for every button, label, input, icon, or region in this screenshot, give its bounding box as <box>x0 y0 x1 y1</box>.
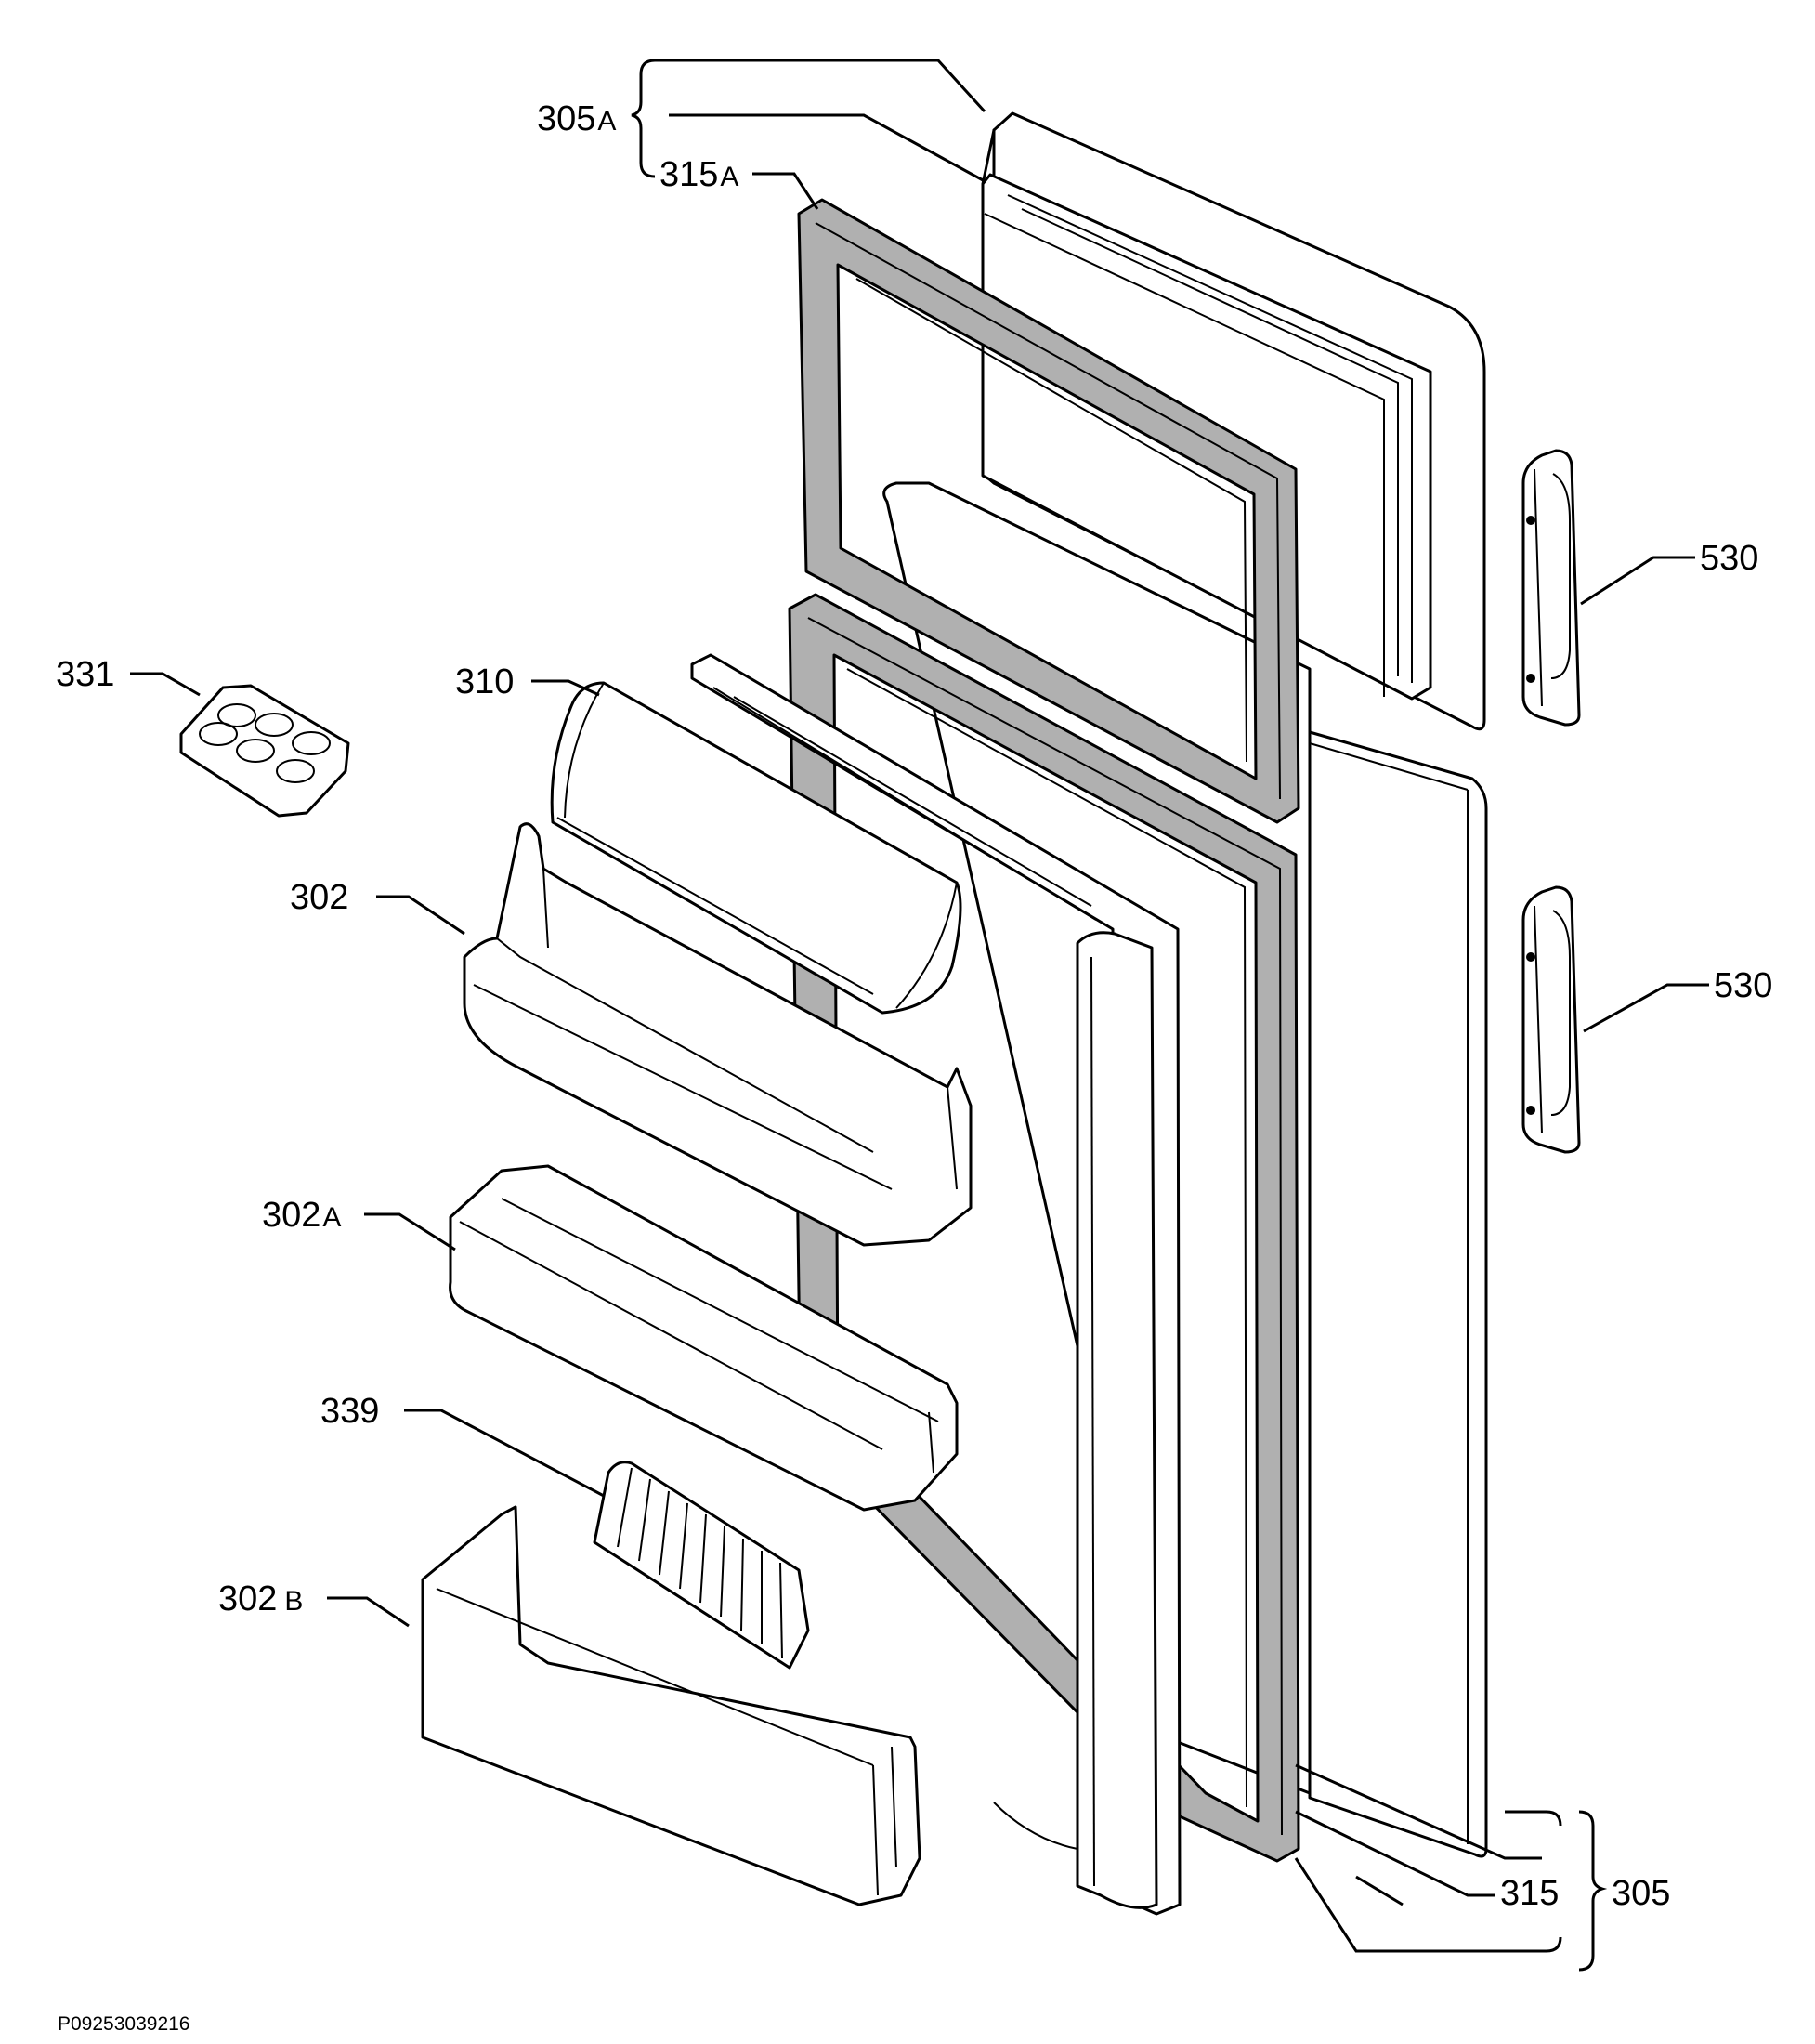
freezer-door-gasket <box>797 198 1300 824</box>
callout-305: 305 <box>1612 1874 1670 1913</box>
door-bin-302a <box>449 1164 959 1512</box>
callout-310: 310 <box>455 662 514 701</box>
callout-530-upper: 530 <box>1700 539 1758 578</box>
drawing-code: P09253039216 <box>58 2013 189 2035</box>
door-handle-upper <box>1521 449 1581 727</box>
door-handle-lower <box>1521 885 1581 1154</box>
leader-lines <box>130 59 1709 1972</box>
callout-315: 315 <box>1500 1874 1559 1913</box>
bottle-divider <box>593 1461 810 1670</box>
callout-530-lower: 530 <box>1714 966 1772 1005</box>
inner-door-liner <box>690 653 1182 1916</box>
callout-302a: 302A <box>262 1196 341 1235</box>
door-bin-302b <box>421 1505 921 1906</box>
callout-302: 302 <box>290 878 348 917</box>
callout-labels: 305A 315A 530 530 331 310 302 302A 339 3… <box>56 99 1772 1913</box>
dairy-compartment-lid <box>550 681 962 1015</box>
callout-315a: 315A <box>659 155 738 194</box>
egg-tray <box>179 684 350 818</box>
door-bin-302 <box>463 822 973 1247</box>
callout-339: 339 <box>320 1392 379 1431</box>
callout-331: 331 <box>56 655 114 694</box>
callout-305a: 305A <box>537 99 616 138</box>
fridge-door-gasket <box>788 593 1300 1863</box>
